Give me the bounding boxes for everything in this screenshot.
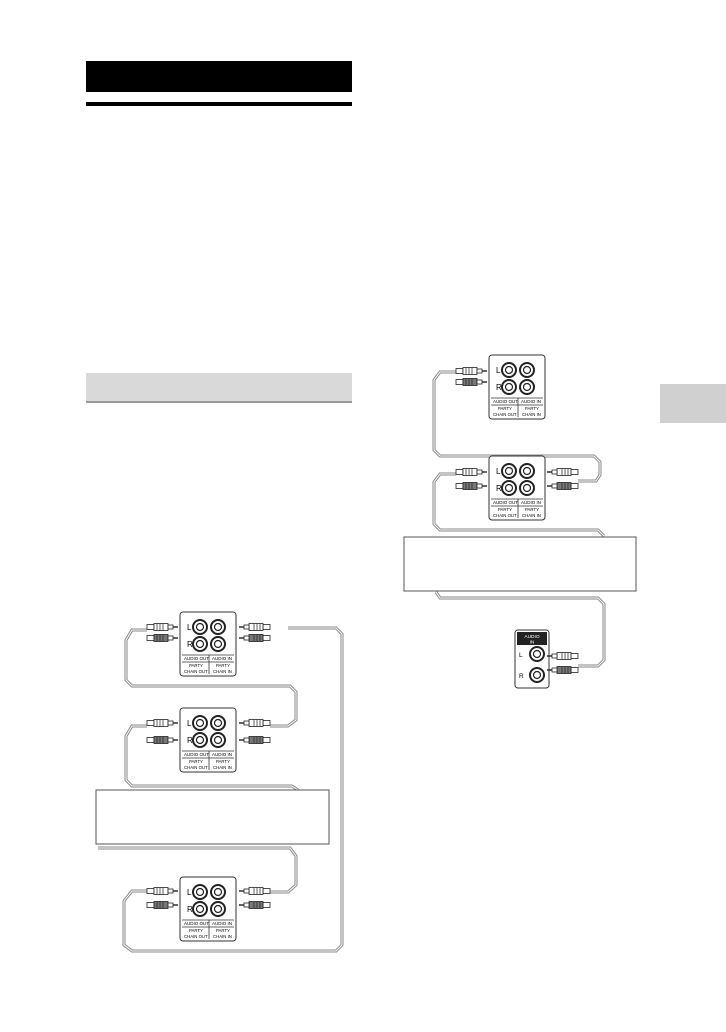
svg-text:AUDIO IN: AUDIO IN	[212, 752, 232, 757]
svg-text:R: R	[187, 905, 193, 914]
svg-text:PARTY: PARTY	[498, 507, 512, 512]
svg-text:PARTY: PARTY	[498, 406, 512, 411]
svg-text:CHAIN IN: CHAIN IN	[522, 412, 541, 417]
svg-text:IN: IN	[530, 640, 535, 646]
svg-text:PARTY: PARTY	[216, 928, 230, 933]
svg-text:PARTY: PARTY	[525, 507, 539, 512]
section-heading-bar	[86, 373, 352, 403]
svg-text:CHAIN OUT: CHAIN OUT	[493, 412, 517, 417]
svg-text:L: L	[496, 366, 501, 375]
svg-text:AUDIO IN: AUDIO IN	[212, 656, 232, 661]
svg-text:CHAIN IN: CHAIN IN	[522, 513, 541, 518]
svg-text:CHAIN OUT: CHAIN OUT	[184, 934, 208, 939]
other-device-box-right	[403, 536, 637, 592]
title-rule	[86, 102, 352, 106]
svg-text:PARTY: PARTY	[189, 928, 203, 933]
svg-text:R: R	[519, 673, 524, 680]
svg-text:L: L	[519, 652, 523, 659]
title-bar	[86, 61, 352, 92]
svg-text:CHAIN IN: CHAIN IN	[213, 765, 232, 770]
right-diagram: L R AUDIO OUT AUDIO IN PARTY CHAIN OUT P…	[403, 354, 637, 689]
svg-text:AUDIO IN: AUDIO IN	[212, 921, 232, 926]
svg-text:AUDIO IN: AUDIO IN	[521, 500, 541, 505]
rear-panel-unit-1: L R AUDIO OUT AUDIO IN PARTY CHAIN OUT P…	[179, 611, 237, 677]
svg-text:AUDIO OUT: AUDIO OUT	[184, 656, 209, 661]
chapter-tab	[660, 384, 726, 423]
svg-text:AUDIO OUT: AUDIO OUT	[184, 921, 209, 926]
svg-text:AUDIO OUT: AUDIO OUT	[493, 399, 518, 404]
rear-panel-unit-a: L R AUDIO OUT AUDIO IN PARTY CHAIN OUT P…	[488, 354, 546, 420]
svg-text:R: R	[496, 484, 502, 493]
svg-text:L: L	[496, 467, 501, 476]
svg-text:AUDIO OUT: AUDIO OUT	[493, 500, 518, 505]
left-diagram: L R AUDIO OUT AUDIO IN PARTY CHAIN OUT P…	[95, 611, 344, 953]
svg-text:PARTY: PARTY	[525, 406, 539, 411]
rear-panel-unit-2: L R AUDIO OUT AUDIO IN PARTY CHAIN OUT P…	[179, 707, 237, 773]
svg-text:L: L	[187, 888, 192, 897]
svg-text:L: L	[187, 719, 192, 728]
rear-panel-unit-b: L R AUDIO OUT AUDIO IN PARTY CHAIN OUT P…	[488, 455, 546, 521]
svg-text:CHAIN OUT: CHAIN OUT	[493, 513, 517, 518]
other-device-box-left	[95, 789, 330, 845]
svg-text:CHAIN OUT: CHAIN OUT	[184, 765, 208, 770]
svg-text:R: R	[187, 736, 193, 745]
svg-text:AUDIO: AUDIO	[524, 634, 539, 640]
svg-text:R: R	[187, 640, 193, 649]
svg-text:PARTY: PARTY	[216, 759, 230, 764]
svg-text:AUDIO OUT: AUDIO OUT	[184, 752, 209, 757]
tv-audio-in-jack: AUDIO IN L R	[514, 629, 550, 689]
svg-text:L: L	[187, 623, 192, 632]
svg-text:PARTY: PARTY	[216, 663, 230, 668]
svg-text:PARTY: PARTY	[189, 663, 203, 668]
svg-text:CHAIN IN: CHAIN IN	[213, 669, 232, 674]
svg-text:R: R	[496, 383, 502, 392]
svg-text:AUDIO IN: AUDIO IN	[521, 399, 541, 404]
svg-text:PARTY: PARTY	[189, 759, 203, 764]
svg-text:CHAIN OUT: CHAIN OUT	[184, 669, 208, 674]
svg-text:CHAIN IN: CHAIN IN	[213, 934, 232, 939]
rear-panel-unit-3: L R AUDIO OUT AUDIO IN PARTY CHAIN OUT P…	[179, 876, 237, 942]
